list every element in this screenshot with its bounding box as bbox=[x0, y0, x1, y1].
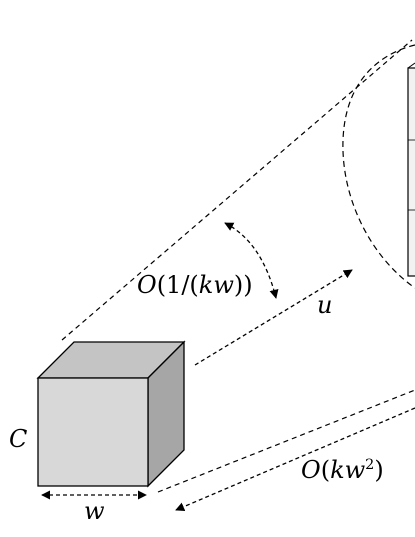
angle-arc-arrow bbox=[224, 222, 279, 299]
width-label-w: w bbox=[84, 497, 105, 525]
cone-upper-edge bbox=[61, 39, 413, 341]
cone-lower-edge bbox=[157, 389, 415, 493]
cube-label-c: C bbox=[9, 425, 28, 453]
distance-arrow bbox=[175, 407, 415, 511]
distance-label: O(kw2) bbox=[301, 456, 384, 484]
angle-label: O(1/(kw)) bbox=[137, 271, 253, 299]
propagation-arrow bbox=[194, 269, 353, 366]
target-panel bbox=[407, 62, 415, 277]
propagation-label-u: u bbox=[317, 291, 333, 319]
cube-front-face bbox=[37, 377, 149, 487]
target-ellipse bbox=[342, 44, 415, 289]
cube bbox=[36, 340, 186, 488]
